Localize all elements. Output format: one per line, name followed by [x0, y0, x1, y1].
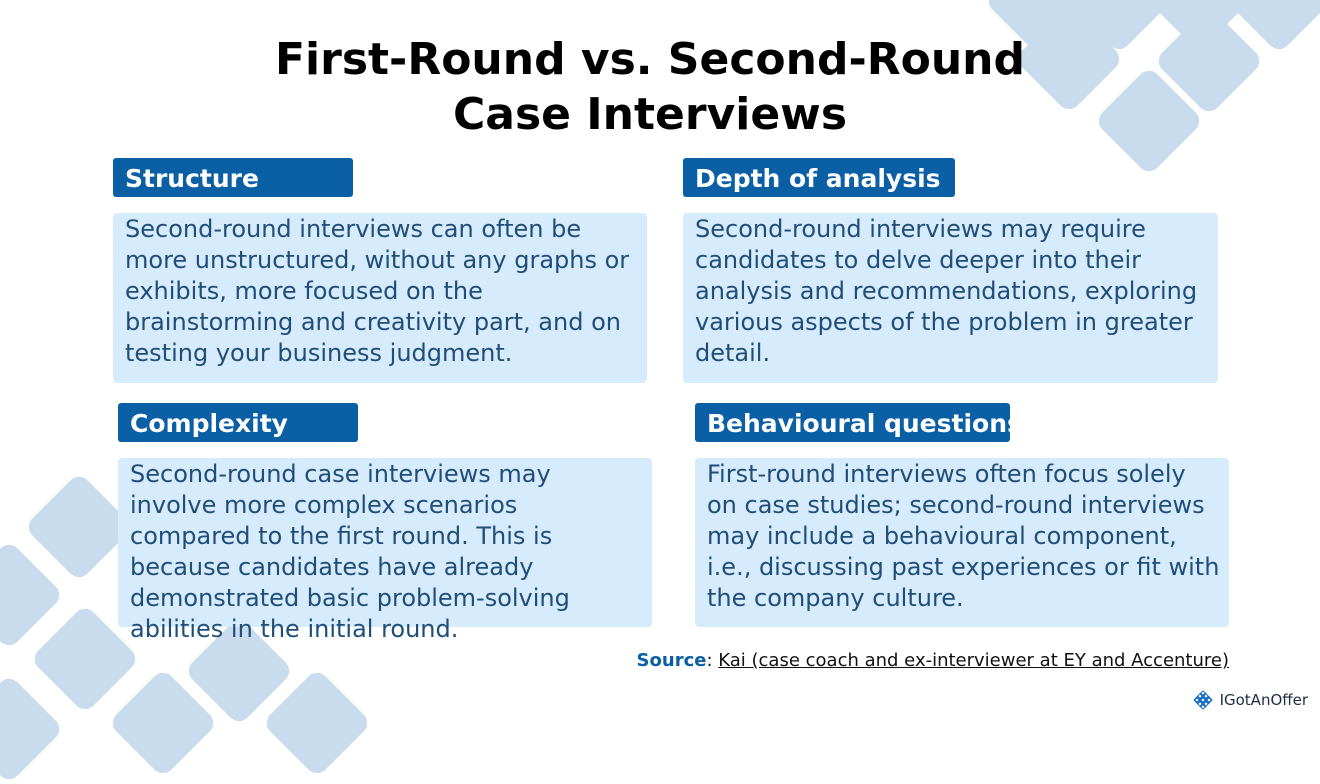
logo-diamond-icon — [1193, 690, 1212, 710]
complexity-heading: Complexity — [118, 403, 358, 442]
behavioural-questions-text: First-round interviews often focus solel… — [695, 458, 1229, 627]
source-link[interactable]: Kai (case coach and ex-interviewer at EY… — [718, 650, 1229, 671]
title-line-2: Case Interviews — [452, 89, 848, 140]
structure-heading: Structure — [113, 158, 353, 197]
structure-text: Second-round interviews can often be mor… — [113, 213, 647, 383]
source-credit: Source: Kai (case coach and ex-interview… — [637, 648, 1229, 674]
behavioural-questions-heading: Behavioural questions — [695, 403, 1022, 442]
source-separator: : — [706, 650, 713, 671]
page-title: First-Round vs. Second-Round Case Interv… — [0, 32, 1300, 142]
depth-of-analysis-text: Second-round interviews may require cand… — [683, 213, 1218, 383]
title-line-1: First-Round vs. Second-Round — [275, 34, 1025, 85]
source-label: Source — [636, 650, 707, 671]
complexity-text: Second-round case interviews may involve… — [118, 458, 652, 643]
logo-text: IGotAnOffer — [1219, 691, 1308, 709]
decor-diamond — [0, 673, 65, 784]
brand-logo: IGotAnOffer — [1192, 689, 1308, 711]
depth-of-analysis-heading: Depth of analysis — [683, 158, 955, 197]
